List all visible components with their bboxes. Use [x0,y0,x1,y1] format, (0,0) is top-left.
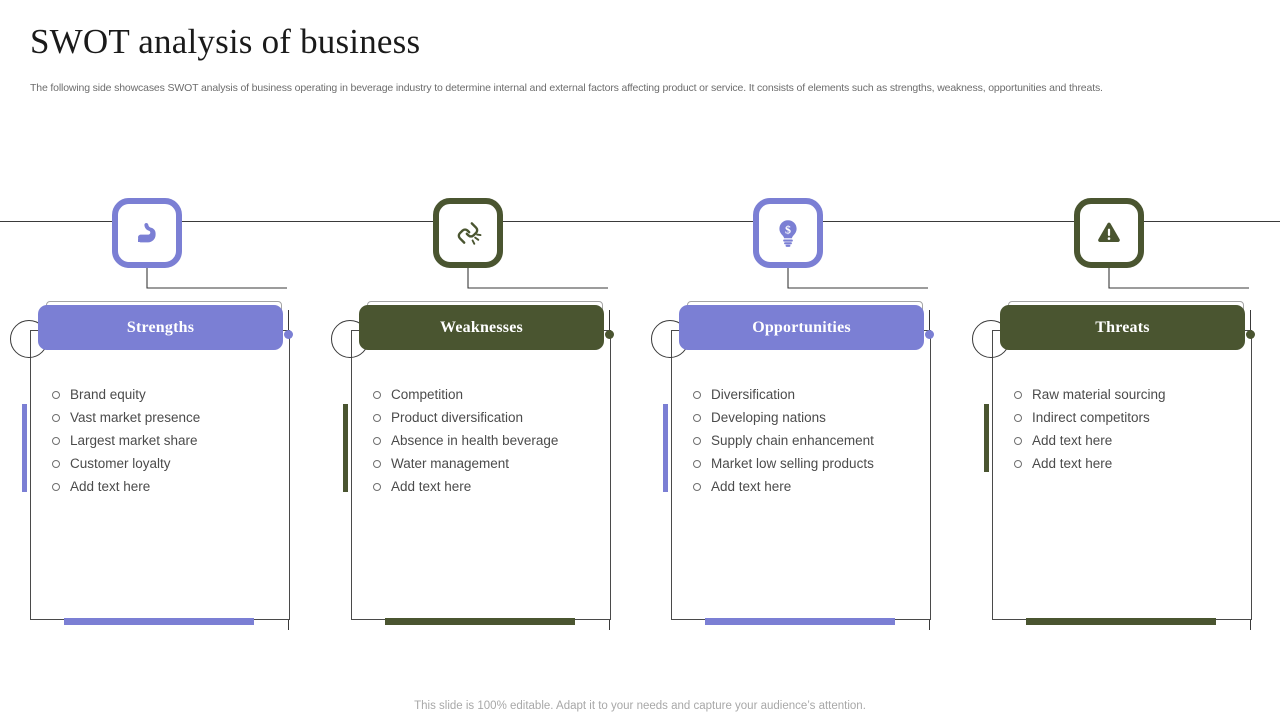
card-underbar-opportunities [705,618,895,625]
list-item: Add text here [1009,452,1257,475]
list-item: Add text here [688,475,936,498]
list-accent-bar-opportunities [663,404,668,492]
list-accent-bar-strengths [22,404,27,492]
list-threats: Raw material sourcing Indirect competito… [1009,383,1257,475]
flexed-bicep-icon [112,198,182,268]
list-item: Vast market presence [47,406,295,429]
connector-dot-threats [1246,330,1255,339]
list-item: Raw material sourcing [1009,383,1257,406]
swot-column-weaknesses: Weaknesses Competition Product diversifi… [308,0,614,720]
header-pill-weaknesses[interactable]: Weaknesses [359,305,604,350]
list-item: Diversification [688,383,936,406]
lightbulb-dollar-icon: $ [753,198,823,268]
swot-column-opportunities: $ Opportunities Diversification Developi… [628,0,934,720]
list-strengths: Brand equity Vast market presence Larges… [47,383,295,498]
list-item: Largest market share [47,429,295,452]
header-pill-opportunities[interactable]: Opportunities [679,305,924,350]
list-item: Customer loyalty [47,452,295,475]
list-item: Absence in health beverage [368,429,616,452]
header-label-threats: Threats [1095,318,1150,336]
card-body-threats [992,330,1252,620]
page-title: SWOT analysis of business [30,22,421,61]
list-item: Product diversification [368,406,616,429]
card-body-opportunities [671,330,931,620]
connector-dot-strengths [284,330,293,339]
list-item: Add text here [368,475,616,498]
footer-note: This slide is 100% editable. Adapt it to… [414,700,866,712]
list-accent-bar-weaknesses [343,404,348,492]
svg-text:$: $ [785,223,791,237]
list-item: Market low selling products [688,452,936,475]
list-weaknesses: Competition Product diversification Abse… [368,383,616,498]
card-underbar-strengths [64,618,254,625]
warning-triangle-icon [1074,198,1144,268]
list-accent-bar-threats [984,404,989,472]
broken-chain-icon [433,198,503,268]
card-underbar-weaknesses [385,618,575,625]
swot-column-strengths: Strengths Brand equity Vast market prese… [0,0,293,720]
card-underbar-threats [1026,618,1216,625]
list-item: Indirect competitors [1009,406,1257,429]
connector-dot-weaknesses [605,330,614,339]
header-label-opportunities: Opportunities [752,318,851,336]
connector-dot-opportunities [925,330,934,339]
list-item: Brand equity [47,383,295,406]
header-pill-threats[interactable]: Threats [1000,305,1245,350]
list-item: Water management [368,452,616,475]
header-label-weaknesses: Weaknesses [440,318,523,336]
page-subtitle: The following side showcases SWOT analys… [30,82,1103,94]
list-item: Add text here [1009,429,1257,452]
header-pill-strengths[interactable]: Strengths [38,305,283,350]
card-body-weaknesses [351,330,611,620]
list-item: Supply chain enhancement [688,429,936,452]
list-item: Add text here [47,475,295,498]
header-label-strengths: Strengths [126,318,195,336]
list-item: Developing nations [688,406,936,429]
card-body-strengths [30,330,290,620]
swot-column-threats: Threats Raw material sourcing Indirect c… [949,0,1255,720]
horizontal-axis-line [0,221,1280,222]
list-item: Competition [368,383,616,406]
list-opportunities: Diversification Developing nations Suppl… [688,383,936,498]
